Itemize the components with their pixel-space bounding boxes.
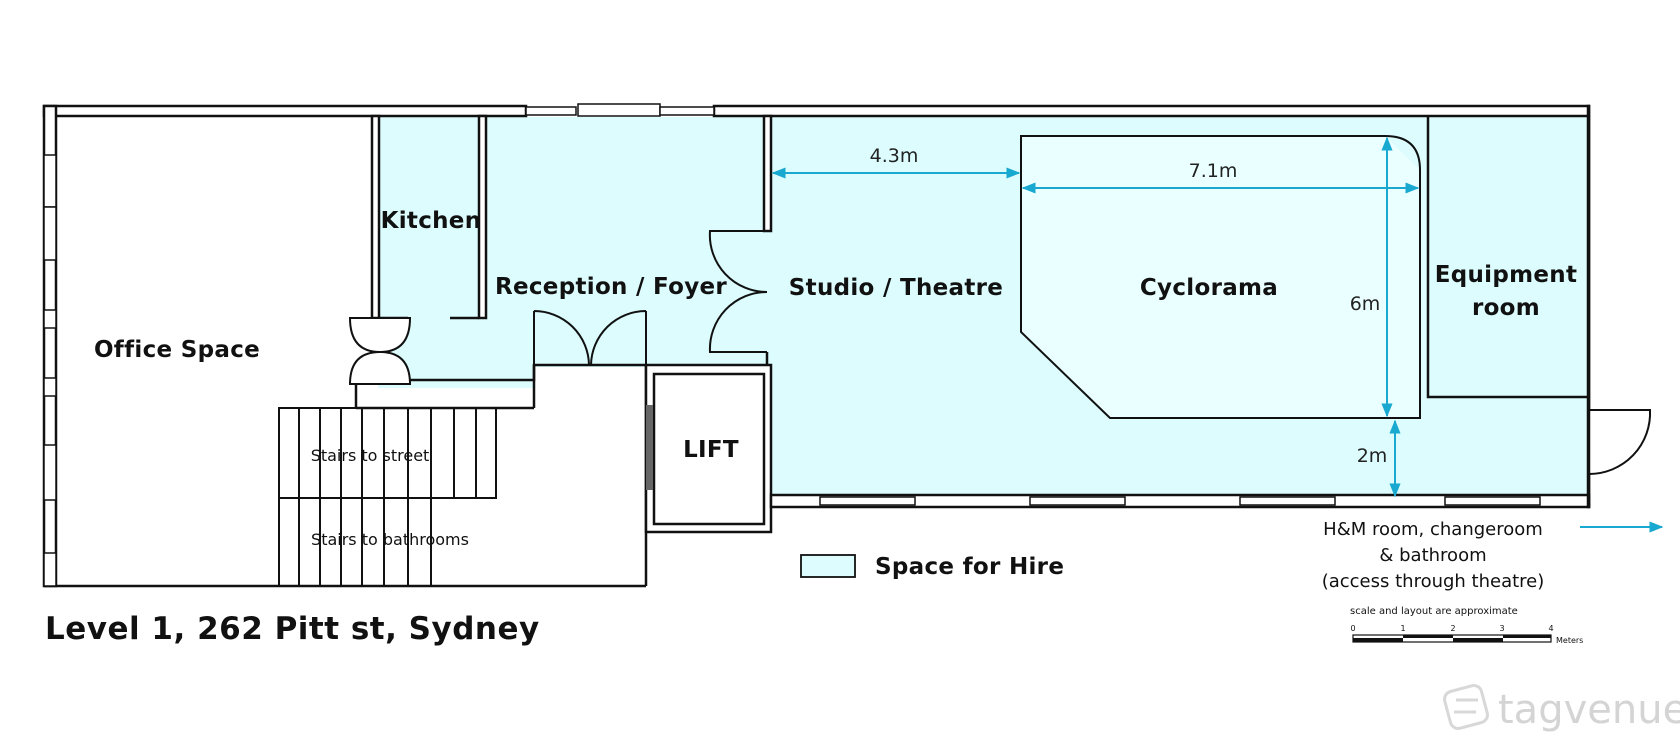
hm-note-line3: (access through theatre) [1322,571,1545,592]
scale-tick-4: 4 [1548,624,1553,633]
scale-tick-3: 3 [1499,624,1504,633]
reception-label: Reception / Foyer [495,274,727,300]
legend-label: Space for Hire [875,554,1064,580]
cyclorama-label: Cyclorama [1140,275,1278,301]
dimension-lines [771,136,1664,533]
doors [348,230,1652,476]
scale-unit: Meters [1556,636,1583,645]
hm-note-line2: & bathroom [1379,545,1486,566]
scale-tick-2: 2 [1450,624,1455,633]
equipment-label-line1: Equipment [1435,262,1578,288]
legend-swatch [800,554,856,578]
lift-label: LIFT [683,437,739,463]
scale-bar [1352,634,1552,643]
office-label: Office Space [94,337,260,363]
stairs-street-label: Stairs to street [311,446,430,465]
dim-front-gap: 2m [1357,445,1388,467]
scale-note: scale and layout are approximate [1350,606,1518,617]
page-title: Level 1, 262 Pitt st, Sydney [45,611,540,647]
watermark-text: tagvenue [1498,687,1680,733]
scale-tick-1: 1 [1400,624,1405,633]
hm-note-line1: H&M room, changeroom [1323,519,1543,540]
equipment-label-line2: room [1472,295,1540,321]
dim-studio-width: 4.3m [870,145,919,167]
windows [43,103,1541,587]
dim-cyclorama-depth: 6m [1350,293,1381,315]
stairs-bathrooms-label: Stairs to bathrooms [311,530,469,549]
stairs [278,407,497,587]
dim-cyclorama-width: 7.1m [1189,160,1238,182]
walls [42,104,1591,588]
kitchen-label: Kitchen [381,208,482,234]
hire-area [378,117,1588,502]
studio-label: Studio / Theatre [789,275,1003,301]
watermark-logo-icon [1443,684,1489,730]
scale-tick-0: 0 [1350,624,1355,633]
